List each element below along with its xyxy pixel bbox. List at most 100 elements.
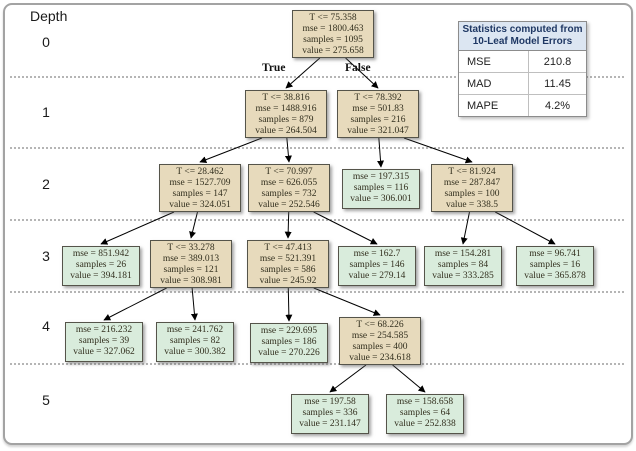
node-text-line: value = 321.047 bbox=[347, 126, 409, 136]
depth-axis-title: Depth bbox=[30, 8, 68, 24]
depth-separator-line bbox=[10, 219, 624, 221]
node-text-line: mse = 197.315 bbox=[352, 172, 410, 182]
node-text-line: value = 252.546 bbox=[258, 200, 320, 210]
statistics-table: Statistics computed from 10-Leaf Model E… bbox=[458, 21, 587, 117]
node-text-line: mse = 229.695 bbox=[260, 326, 318, 336]
node-text-line: value = 333.285 bbox=[432, 271, 494, 281]
node-text-line: value = 327.062 bbox=[73, 347, 135, 357]
node-text-line: mse = 851.942 bbox=[72, 249, 130, 259]
node-text-line: samples = 64 bbox=[399, 408, 451, 418]
node-text-line: value = 308.981 bbox=[160, 276, 222, 286]
node-text-line: mse = 216.232 bbox=[75, 325, 133, 335]
depth-level-label-4: 4 bbox=[42, 318, 50, 334]
node-text-line: value = 365.878 bbox=[524, 271, 586, 281]
node-text-line: T <= 70.997 bbox=[265, 167, 313, 177]
node-text-line: mse = 389.013 bbox=[162, 254, 220, 264]
node-text-line: T <= 33.278 bbox=[167, 243, 215, 253]
node-text-line: value = 394.181 bbox=[70, 271, 132, 281]
node-text-line: samples = 84 bbox=[437, 260, 489, 270]
node-text-line: value = 264.504 bbox=[255, 126, 317, 136]
node-text-line: mse = 162.7 bbox=[353, 249, 401, 259]
node-text-line: samples = 26 bbox=[75, 260, 127, 270]
node-text-line: samples = 121 bbox=[163, 265, 219, 275]
node-text-line: mse = 154.281 bbox=[434, 249, 492, 259]
node-text-line: T <= 28.462 bbox=[176, 167, 224, 177]
node-text-line: mse = 197.58 bbox=[304, 397, 356, 407]
edge-label-false: False bbox=[345, 62, 371, 74]
node-text-line: value = 279.14 bbox=[348, 271, 406, 281]
statistics-table-header-line1: Statistics computed from bbox=[462, 24, 583, 35]
node-text-line: value = 338.5 bbox=[445, 200, 499, 210]
node-text-line: samples = 586 bbox=[260, 265, 316, 275]
node-text-line: mse = 1488.916 bbox=[255, 104, 317, 114]
node-text-line: value = 300.382 bbox=[164, 347, 226, 357]
node-text-line: T <= 78.392 bbox=[354, 93, 402, 103]
node-text-line: samples = 39 bbox=[78, 336, 130, 346]
statistics-metric-value: 210.8 bbox=[543, 55, 572, 68]
statistics-metric-label: MAPE bbox=[459, 95, 529, 116]
node-text-line: value = 324.051 bbox=[169, 200, 231, 210]
node-text-line: samples = 147 bbox=[172, 189, 228, 199]
node-text-line: T <= 47.413 bbox=[264, 243, 312, 253]
node-text-line: mse = 501.83 bbox=[352, 104, 404, 114]
node-text-line: T <= 75.358 bbox=[309, 13, 357, 23]
statistics-table-header: Statistics computed from 10-Leaf Model E… bbox=[459, 22, 586, 51]
node-text-line: mse = 241.762 bbox=[166, 325, 224, 335]
node-text-line: T <= 38.816 bbox=[262, 93, 310, 103]
statistics-metric-label: MAD bbox=[459, 73, 529, 94]
node-text-line: samples = 16 bbox=[529, 260, 581, 270]
statistics-metric-value: 4.2% bbox=[544, 99, 571, 112]
depth-separator-line bbox=[10, 363, 624, 365]
depth-level-label-1: 1 bbox=[42, 104, 50, 120]
node-text-line: T <= 68.226 bbox=[356, 320, 404, 330]
node-text-line: samples = 146 bbox=[349, 260, 405, 270]
node-text-line: samples = 336 bbox=[302, 408, 358, 418]
node-text-line: value = 275.658 bbox=[302, 46, 364, 56]
edge-label-true: True bbox=[262, 62, 286, 74]
statistics-metric-value: 11.45 bbox=[544, 77, 571, 90]
node-text-line: samples = 879 bbox=[258, 115, 314, 125]
node-text-line: samples = 1095 bbox=[303, 35, 363, 45]
node-text-line: value = 270.226 bbox=[258, 348, 320, 358]
depth-level-label-5: 5 bbox=[42, 392, 50, 408]
node-text-line: samples = 82 bbox=[169, 336, 221, 346]
node-text-line: samples = 400 bbox=[352, 342, 408, 352]
node-text-line: samples = 216 bbox=[350, 115, 406, 125]
node-text-line: samples = 186 bbox=[261, 337, 317, 347]
node-text-line: mse = 158.658 bbox=[396, 397, 454, 407]
node-text-line: T <= 81.924 bbox=[448, 167, 496, 177]
depth-separator-line bbox=[10, 147, 624, 149]
statistics-metric-label: MSE bbox=[459, 51, 529, 72]
node-text-line: value = 234.618 bbox=[349, 353, 411, 363]
node-text-line: value = 245.92 bbox=[259, 276, 317, 286]
depth-level-label-0: 0 bbox=[42, 34, 50, 50]
node-text-line: mse = 96.741 bbox=[529, 249, 581, 259]
node-text-line: samples = 116 bbox=[353, 183, 409, 193]
depth-separator-line bbox=[10, 291, 624, 293]
depth-level-label-3: 3 bbox=[42, 248, 50, 264]
depth-level-label-2: 2 bbox=[42, 176, 50, 192]
node-text-line: value = 306.001 bbox=[350, 194, 412, 204]
node-text-line: mse = 254.585 bbox=[351, 331, 409, 341]
node-text-line: mse = 1527.709 bbox=[169, 178, 231, 188]
node-text-line: samples = 100 bbox=[444, 189, 500, 199]
node-text-line: value = 252.838 bbox=[394, 419, 456, 429]
node-text-line: samples = 732 bbox=[261, 189, 317, 199]
